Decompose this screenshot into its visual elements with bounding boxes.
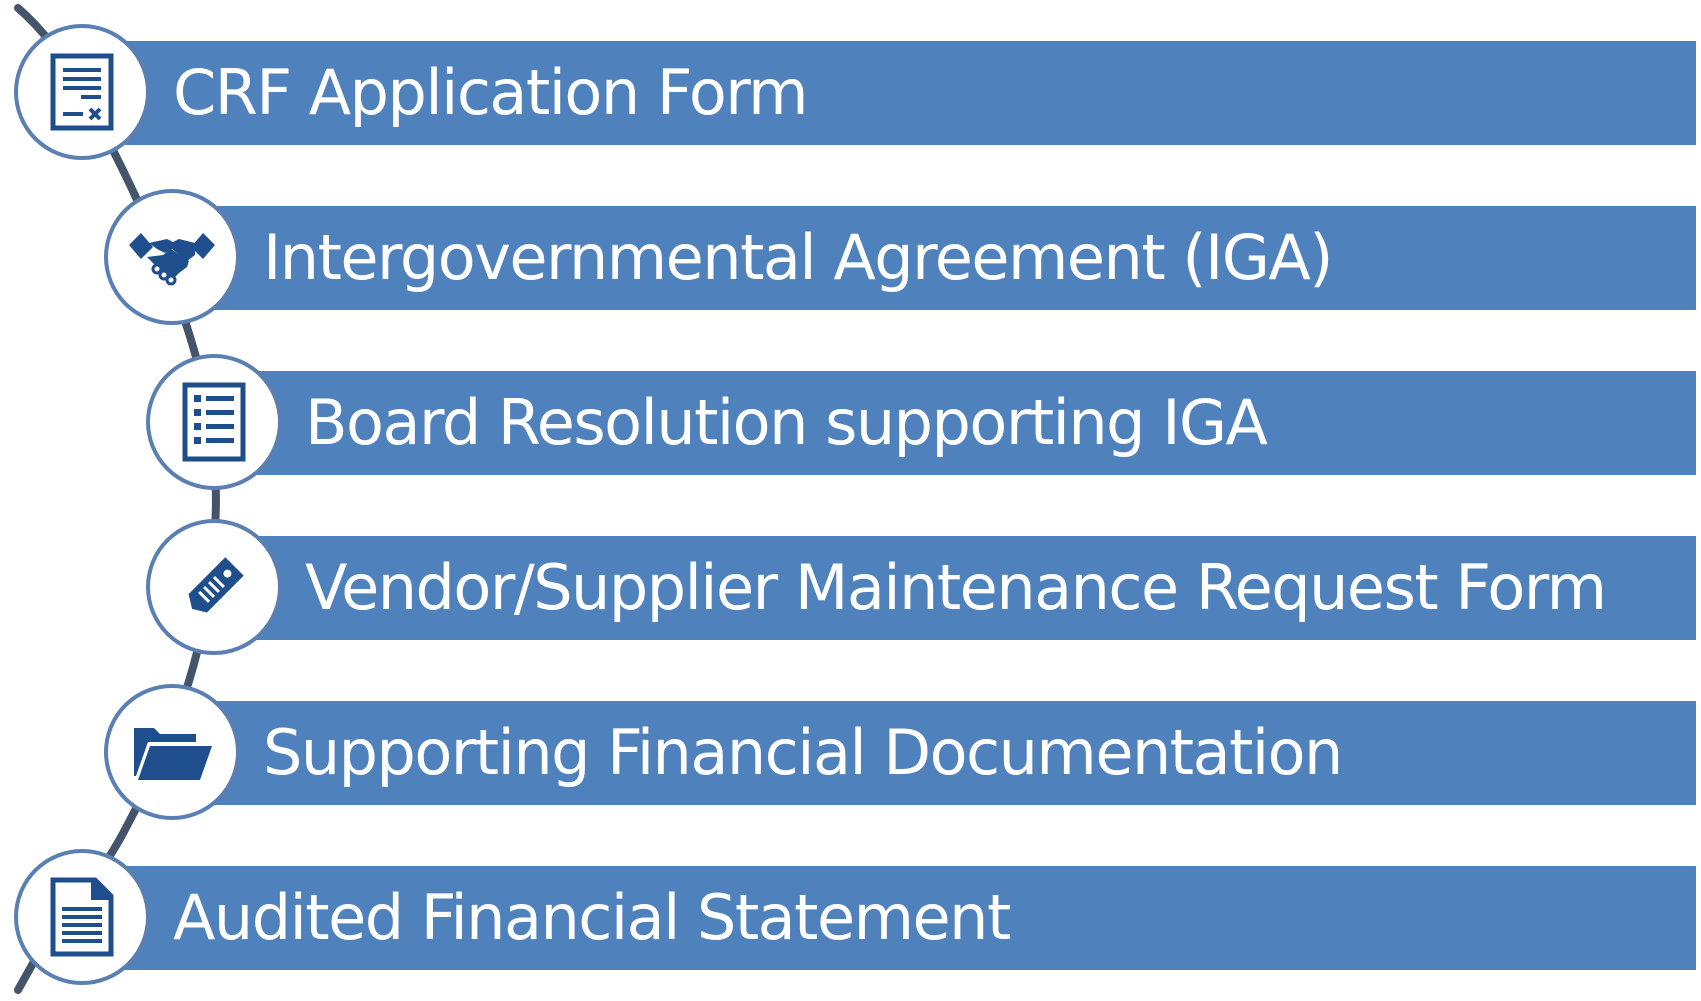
step-label-6: Audited Financial Statement bbox=[173, 881, 1011, 954]
step-node-3 bbox=[146, 354, 282, 490]
tag-icon bbox=[188, 557, 244, 613]
step-label-1: CRF Application Form bbox=[173, 56, 809, 129]
step-bar-4: Vendor/Supplier Maintenance Request Form bbox=[245, 536, 1696, 640]
step-node-1 bbox=[14, 24, 150, 160]
step-label-5: Supporting Financial Documentation bbox=[263, 716, 1343, 789]
folder-icon bbox=[134, 728, 212, 780]
form-icon bbox=[50, 53, 114, 131]
step-bar-6: Audited Financial Statement bbox=[120, 866, 1696, 970]
step-bar-1: CRF Application Form bbox=[120, 41, 1696, 145]
checklist-icon bbox=[182, 382, 246, 462]
step-node-4 bbox=[146, 519, 282, 655]
step-node-6 bbox=[14, 849, 150, 985]
step-bar-2: Intergovernmental Agreement (IGA) bbox=[205, 206, 1696, 310]
step-node-5 bbox=[104, 684, 240, 820]
step-node-2 bbox=[104, 189, 240, 325]
step-label-2: Intergovernmental Agreement (IGA) bbox=[263, 221, 1333, 294]
handshake-icon bbox=[129, 233, 215, 286]
step-bar-5: Supporting Financial Documentation bbox=[205, 701, 1696, 805]
document-icon bbox=[50, 877, 114, 957]
step-label-4: Vendor/Supplier Maintenance Request Form bbox=[305, 551, 1607, 624]
step-bar-3: Board Resolution supporting IGA bbox=[245, 371, 1696, 475]
step-label-3: Board Resolution supporting IGA bbox=[305, 386, 1268, 459]
